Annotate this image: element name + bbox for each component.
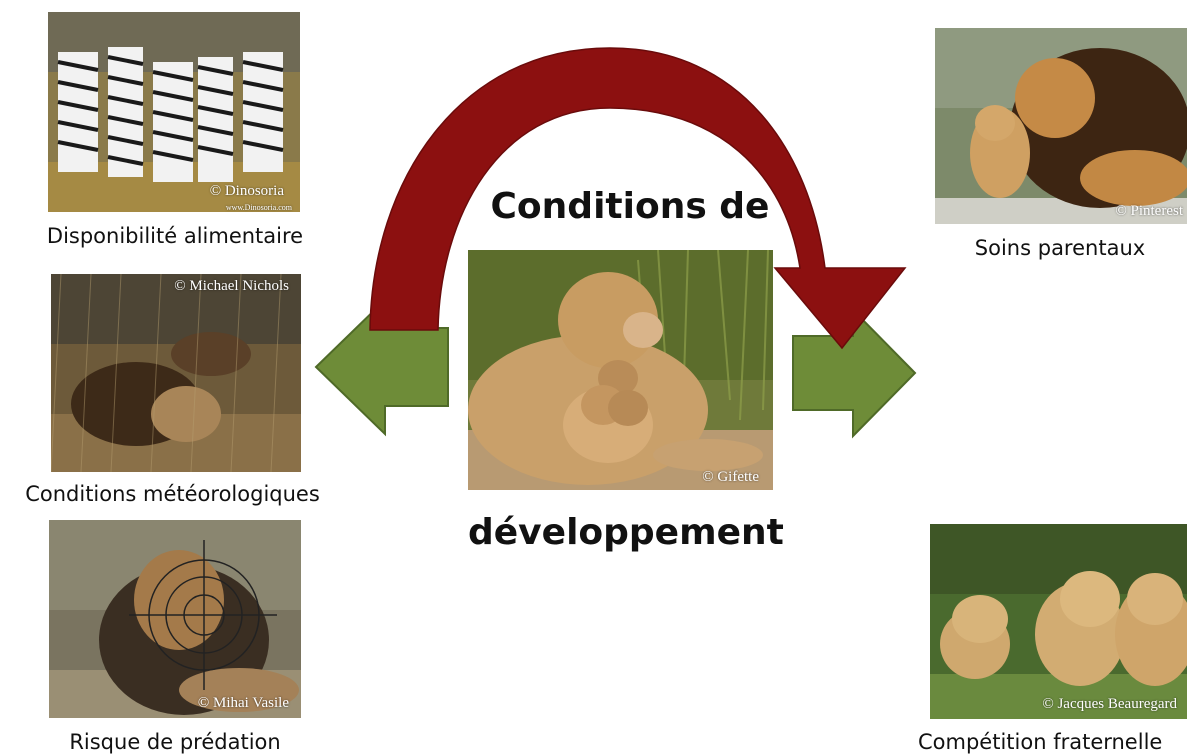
caption-parental-care: Soins parentaux (974, 236, 1146, 260)
photo-lion-cubs-siblings: © Jacques Beauregard (930, 524, 1187, 719)
photo-lion-with-cub: © Pinterest (935, 28, 1187, 224)
left-green-arrow (314, 297, 449, 437)
center-photo-credit: © Gifette (702, 469, 759, 485)
lion-cub-photo-credit: © Pinterest (1115, 203, 1183, 219)
photo-zebras: © Dinosoria www.Dinosoria.com (48, 12, 300, 212)
caption-weather-conditions: Conditions météorologiques (25, 482, 320, 506)
title-bottom: développement (468, 512, 784, 553)
center-photo-lioness-cubs: © Gifette (468, 250, 773, 490)
caption-food-availability: Disponibilité alimentaire (46, 224, 304, 248)
caption-sibling-competition: Compétition fraternelle (918, 730, 1163, 754)
zebras-photo-credit: © Dinosoria (209, 183, 284, 199)
title-top: Conditions de (490, 186, 770, 227)
right-green-arrow (792, 307, 917, 439)
zebras-photo-watermark: www.Dinosoria.com (225, 203, 292, 212)
caption-predation-risk: Risque de prédation (69, 730, 281, 754)
lion-target-photo-credit: © Mihai Vasile (197, 695, 289, 711)
photo-lion-target: © Mihai Vasile (49, 520, 301, 718)
photo-lion-in-rain: © Michael Nichols (51, 274, 301, 472)
cubs-photo-credit: © Jacques Beauregard (1042, 696, 1177, 712)
lion-rain-photo-credit: © Michael Nichols (174, 278, 289, 294)
